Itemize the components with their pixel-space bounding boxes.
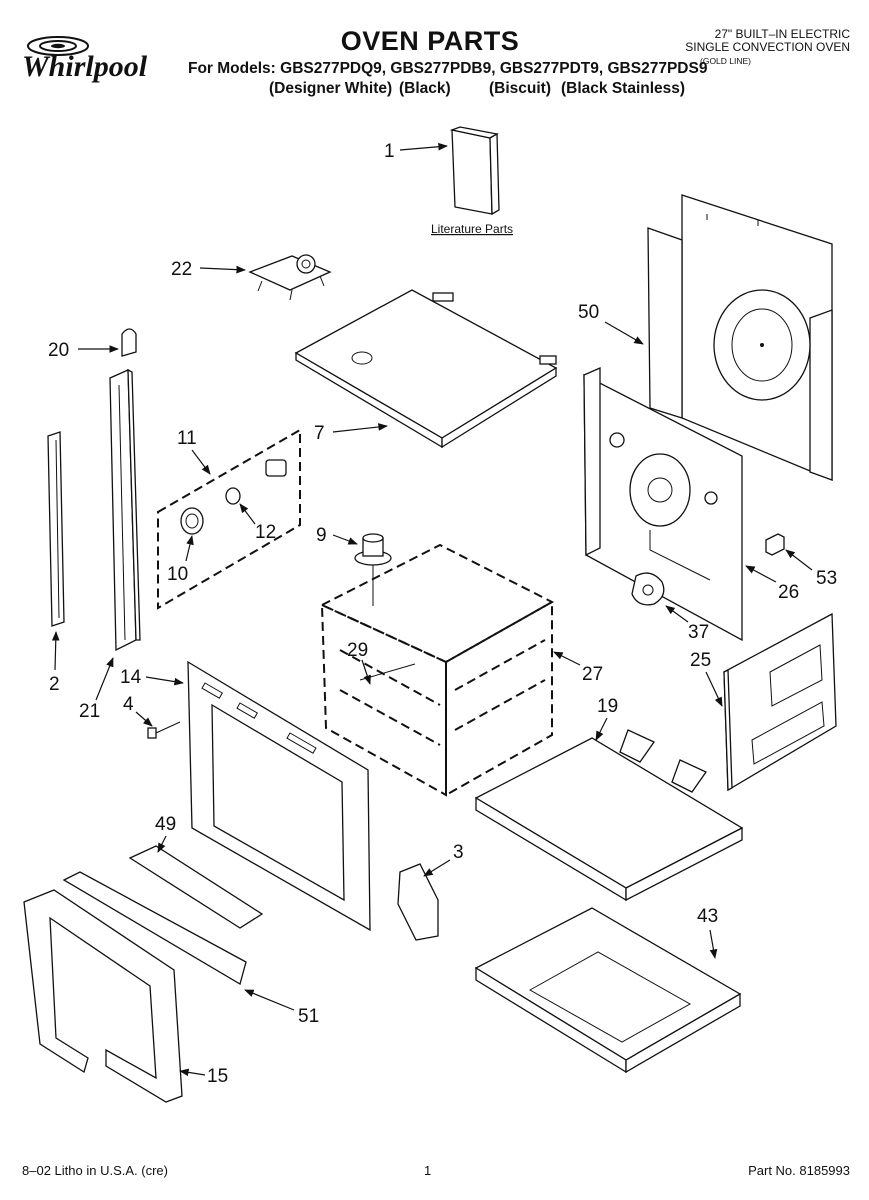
callout-14: 14	[120, 667, 184, 688]
part-43-drip-tray	[474, 907, 742, 1074]
part-27-oven-cavity	[319, 543, 555, 797]
svg-text:29: 29	[347, 640, 368, 661]
svg-text:14: 14	[120, 667, 142, 688]
svg-text:22: 22	[171, 259, 192, 280]
callout-20: 20	[48, 340, 119, 361]
part-9-sensor	[354, 533, 392, 606]
svg-text:50: 50	[578, 302, 599, 323]
part-26-rear-frame	[583, 367, 743, 642]
page-title: OVEN PARTS	[340, 26, 520, 56]
svg-text:10: 10	[167, 564, 188, 585]
svg-text:21: 21	[79, 701, 100, 722]
svg-text:7: 7	[314, 423, 325, 444]
svg-text:27: 27	[582, 664, 603, 685]
svg-text:4: 4	[123, 694, 134, 715]
callout-10: 10	[167, 535, 194, 585]
product-type-line1: 27" BUILT–IN ELECTRIC	[714, 27, 850, 41]
footer-litho: 8–02 Litho in U.S.A. (cre)	[22, 1163, 168, 1178]
part-19-bottom-panel	[474, 729, 744, 902]
part-20-clip	[121, 328, 137, 357]
callout-7: 7	[314, 423, 388, 444]
svg-text:11: 11	[177, 428, 197, 449]
callout-51: 51	[244, 989, 319, 1027]
callout-12: 12	[239, 503, 276, 543]
svg-text:43: 43	[697, 906, 718, 927]
svg-text:3: 3	[453, 842, 464, 863]
svg-text:26: 26	[778, 582, 799, 603]
svg-text:20: 20	[48, 340, 69, 361]
product-line-tag: (GOLD LINE)	[700, 56, 752, 66]
part-25-side-panel	[723, 612, 837, 792]
callout-1: 1	[384, 141, 448, 162]
finish-black-stainless: (Black Stainless)	[561, 80, 686, 97]
svg-text:2: 2	[49, 674, 60, 695]
svg-text:37: 37	[688, 622, 709, 643]
callout-21: 21	[79, 657, 114, 722]
callout-50: 50	[578, 302, 644, 345]
svg-text:53: 53	[816, 568, 837, 589]
callout-19: 19	[595, 696, 618, 741]
footer-part-number: Part No. 8185993	[748, 1163, 850, 1178]
callout-49: 49	[155, 814, 176, 853]
callout-3: 3	[423, 842, 464, 877]
part-14-front-frame	[187, 660, 371, 932]
callout-27: 27	[553, 651, 603, 685]
part-11-knob-kit	[157, 428, 301, 610]
callout-11: 11	[177, 428, 211, 475]
part-51-door-trim	[62, 871, 247, 985]
callout-22: 22	[171, 259, 246, 280]
part-50-rear-cover	[647, 194, 833, 481]
part-2-side-trim	[47, 431, 65, 627]
svg-text:9: 9	[316, 525, 327, 546]
part-4-screw	[147, 721, 181, 739]
callout-2: 2	[49, 631, 60, 695]
svg-text:1: 1	[384, 141, 395, 162]
callout-37: 37	[665, 605, 709, 643]
part-22-switch-assembly	[248, 254, 332, 301]
callout-26: 26	[745, 565, 799, 603]
part-3-bracket	[397, 863, 439, 941]
svg-text:15: 15	[207, 1066, 228, 1087]
part-7-top-panel	[294, 289, 558, 449]
part-49-vent	[128, 845, 264, 929]
footer-page-number: 1	[424, 1163, 432, 1178]
callout-53: 53	[785, 549, 837, 589]
oven-parts-diagram: Literature Parts	[23, 126, 837, 1103]
svg-text:51: 51	[298, 1006, 319, 1027]
callout-25: 25	[690, 650, 723, 707]
part-53-clip	[765, 533, 785, 556]
svg-text:49: 49	[155, 814, 176, 835]
callout-29: 29	[347, 640, 371, 685]
finish-black: (Black)	[399, 80, 451, 97]
part-37-bracket	[631, 572, 665, 606]
finish-biscuit: (Biscuit)	[489, 80, 551, 97]
part-15-door-gasket	[23, 889, 183, 1103]
svg-text:19: 19	[597, 696, 618, 717]
brand-wordmark: Whirlpool	[22, 50, 148, 83]
svg-text:25: 25	[690, 650, 711, 671]
callout-9: 9	[316, 525, 358, 546]
callout-4: 4	[123, 694, 153, 727]
product-type-line2: SINGLE CONVECTION OVEN	[685, 40, 850, 54]
finish-designer-white: (Designer White)	[269, 80, 393, 97]
svg-text:12: 12	[255, 522, 276, 543]
models-line: For Models: GBS277PDQ9, GBS277PDB9, GBS2…	[188, 60, 708, 77]
callout-15: 15	[179, 1066, 228, 1087]
part-21-side-rail	[109, 368, 141, 652]
part-literature-booklet	[449, 126, 500, 216]
callout-43: 43	[697, 906, 718, 959]
whirlpool-logo: Whirlpool	[22, 36, 148, 83]
literature-parts-label: Literature Parts	[431, 222, 513, 236]
